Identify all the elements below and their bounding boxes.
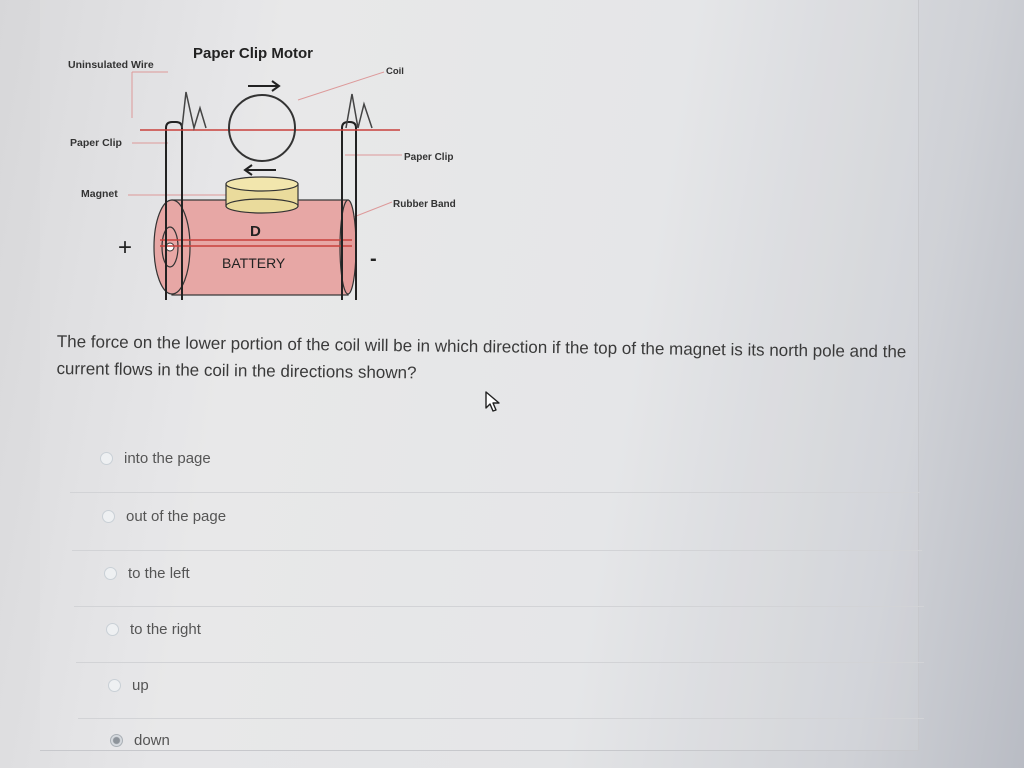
answer-radio[interactable] bbox=[106, 623, 119, 636]
question-card bbox=[40, 0, 919, 751]
label-coil: Coil bbox=[386, 66, 404, 77]
answer-option-out-of-the-page[interactable]: out of the page bbox=[102, 508, 226, 525]
label-paper-clip-right: Paper Clip bbox=[404, 152, 453, 163]
answer-radio[interactable] bbox=[102, 510, 115, 523]
paper-clip-right bbox=[341, 121, 357, 300]
battery-minus-sign: - bbox=[370, 248, 377, 270]
battery-size-label: D bbox=[250, 223, 261, 240]
answer-radio[interactable] bbox=[108, 679, 121, 692]
answer-label: into the page bbox=[124, 450, 211, 467]
answer-radio[interactable] bbox=[100, 452, 113, 465]
answer-label: out of the page bbox=[126, 508, 227, 525]
label-paper-clip-left: Paper Clip bbox=[70, 137, 122, 149]
answer-option-into-the-page[interactable]: into the page bbox=[100, 450, 211, 467]
coil bbox=[228, 94, 296, 162]
answer-radio-selected[interactable] bbox=[110, 734, 123, 747]
battery-body bbox=[171, 199, 349, 296]
answer-option-down[interactable]: down bbox=[110, 732, 170, 749]
answer-label: up bbox=[132, 677, 149, 694]
mouse-cursor-icon bbox=[485, 391, 500, 412]
label-magnet: Magnet bbox=[81, 188, 118, 200]
battery-plus-sign: + bbox=[118, 234, 132, 261]
answer-option-up[interactable]: up bbox=[108, 677, 149, 694]
answer-option-to-the-right[interactable]: to the right bbox=[106, 621, 201, 638]
diagram-title: Paper Clip Motor bbox=[193, 45, 313, 62]
answer-option-to-the-left[interactable]: to the left bbox=[104, 565, 190, 582]
answer-label: down bbox=[134, 732, 170, 749]
battery-label: BATTERY bbox=[222, 255, 286, 271]
label-rubber-band: Rubber Band bbox=[393, 199, 456, 210]
paper-clip-motor-diagram: Paper Clip Motor Uninsulated Wire Coil P… bbox=[0, 0, 520, 310]
question-text: The force on the lower portion of the co… bbox=[56, 331, 907, 383]
answer-radio[interactable] bbox=[104, 567, 117, 580]
answer-label: to the right bbox=[130, 621, 201, 638]
answer-label: to the left bbox=[128, 565, 190, 582]
label-uninsulated-wire: Uninsulated Wire bbox=[68, 59, 154, 71]
